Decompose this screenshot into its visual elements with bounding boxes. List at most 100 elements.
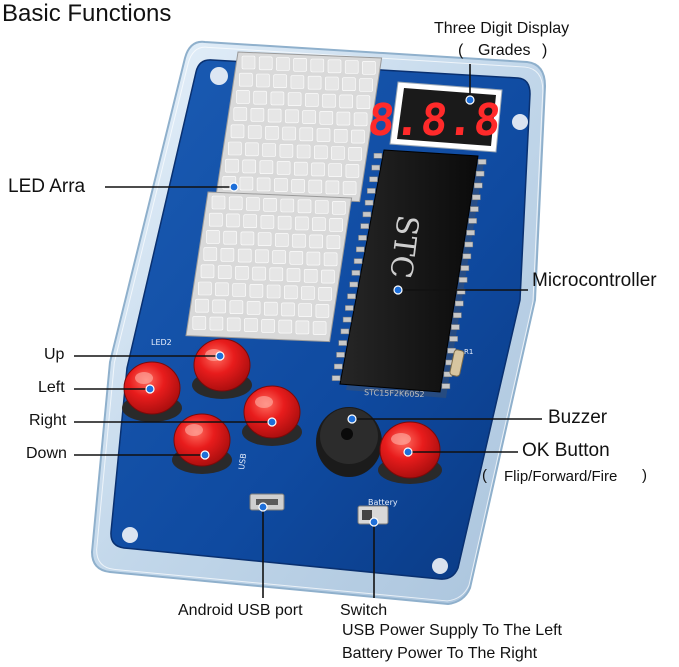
chip-pin-left — [336, 352, 345, 358]
led-dot — [322, 93, 336, 108]
pcb-label-r1: R1 — [464, 348, 473, 356]
led-dot — [236, 90, 250, 104]
led-dot — [246, 301, 261, 315]
chip-pin-right — [451, 324, 460, 330]
led-dot — [280, 198, 295, 213]
led-dot — [192, 316, 207, 330]
led-dot — [256, 73, 270, 88]
led-dot — [332, 201, 346, 215]
leader-lines — [74, 64, 542, 598]
chip-pin-right — [466, 229, 475, 236]
resistor: R1 — [449, 348, 473, 377]
led-dot — [303, 268, 318, 283]
led-dot — [239, 176, 254, 191]
button-up-graphic — [192, 338, 252, 399]
led-dot — [265, 126, 279, 140]
led-dot — [296, 144, 311, 159]
label-up: Up — [44, 346, 65, 363]
led-dot — [304, 93, 319, 107]
led-dot — [289, 251, 304, 265]
led-dot — [297, 199, 312, 214]
led-dot — [290, 75, 305, 89]
led-dot — [286, 268, 301, 282]
label-usb-power-left: USB Power Supply To The Left — [342, 622, 562, 639]
chip-pin-right — [455, 300, 464, 307]
leader-dots — [145, 95, 475, 527]
led-dot — [342, 77, 356, 91]
led-dot — [209, 212, 223, 227]
led-dot — [312, 321, 327, 335]
chip-pin-left — [334, 363, 343, 370]
label-ok-functions: Flip/Forward/Fire — [504, 468, 618, 485]
chip-pin-right — [474, 182, 483, 189]
led-dot — [307, 75, 322, 90]
label-android-usb-port: Android USB port — [178, 602, 303, 619]
led-dot — [257, 232, 272, 246]
led-dot — [279, 144, 294, 158]
chip-pin-right — [453, 312, 462, 319]
pcb-label-usb: USB — [237, 453, 248, 471]
led-dot — [269, 267, 284, 282]
led-dot — [278, 319, 293, 334]
chip-pin-right — [468, 218, 477, 224]
label-microcontroller: Microcontroller — [532, 270, 657, 291]
chip-pin-left — [369, 176, 378, 183]
label-three-digit-display: Three Digit Display — [434, 20, 570, 37]
led-dot — [226, 213, 240, 228]
label-down: Down — [26, 445, 67, 462]
chip-pin-right — [458, 277, 468, 283]
led-dot — [328, 163, 343, 177]
led-dot — [323, 252, 338, 267]
led-dot — [250, 108, 265, 122]
led-dot — [243, 214, 257, 228]
led-dot — [301, 286, 315, 300]
led-matrix — [185, 51, 383, 343]
led-dot — [324, 76, 339, 91]
chip-pin-left — [347, 293, 356, 300]
led-dot — [215, 282, 229, 297]
chip-pin-right — [477, 159, 487, 165]
mounting-holes — [122, 67, 528, 574]
led-dot — [302, 110, 316, 124]
chip-model: STC15F2K60S2 — [364, 388, 425, 399]
led-dot — [266, 284, 281, 299]
led-dot — [259, 160, 274, 174]
led-dot — [229, 300, 244, 315]
chip-pin-left — [353, 258, 363, 264]
chip-pin-right — [449, 336, 458, 342]
chip-pin-left — [356, 246, 365, 253]
led-dot — [353, 112, 368, 127]
chip-pin-left — [342, 316, 352, 323]
led-dot — [230, 124, 245, 139]
led-dot — [308, 179, 323, 194]
label-switch: Switch — [340, 602, 388, 619]
led-dot — [295, 320, 310, 335]
led-dot — [246, 197, 260, 211]
label-battery-power-right: Battery Power To The Right — [342, 645, 538, 662]
label-ok-paren-close: ) — [642, 467, 647, 484]
led-dot — [325, 180, 340, 195]
led-dot — [314, 200, 329, 214]
led-dot — [362, 60, 376, 75]
led-dot — [281, 302, 295, 317]
led-dot — [285, 109, 299, 124]
led-dot — [319, 111, 334, 125]
led-dot — [256, 177, 271, 192]
led-dot — [232, 283, 246, 297]
led-dot — [249, 283, 264, 298]
led-dot — [220, 248, 235, 262]
label-right: Right — [29, 412, 67, 429]
chip-pin-left — [345, 305, 354, 311]
led-dot — [206, 230, 220, 244]
led-dot — [299, 127, 314, 142]
label-display-grades: Grades — [478, 42, 531, 59]
pcb-label-battery: Battery — [368, 498, 398, 507]
led-dot — [342, 181, 357, 195]
led-dot — [315, 304, 330, 318]
led-dot — [263, 301, 278, 316]
chip-pin-left — [340, 328, 350, 335]
led-dot — [348, 147, 362, 161]
chip-pin-right — [472, 194, 481, 201]
led-dot — [239, 72, 253, 87]
chip-pin-left — [331, 375, 341, 381]
